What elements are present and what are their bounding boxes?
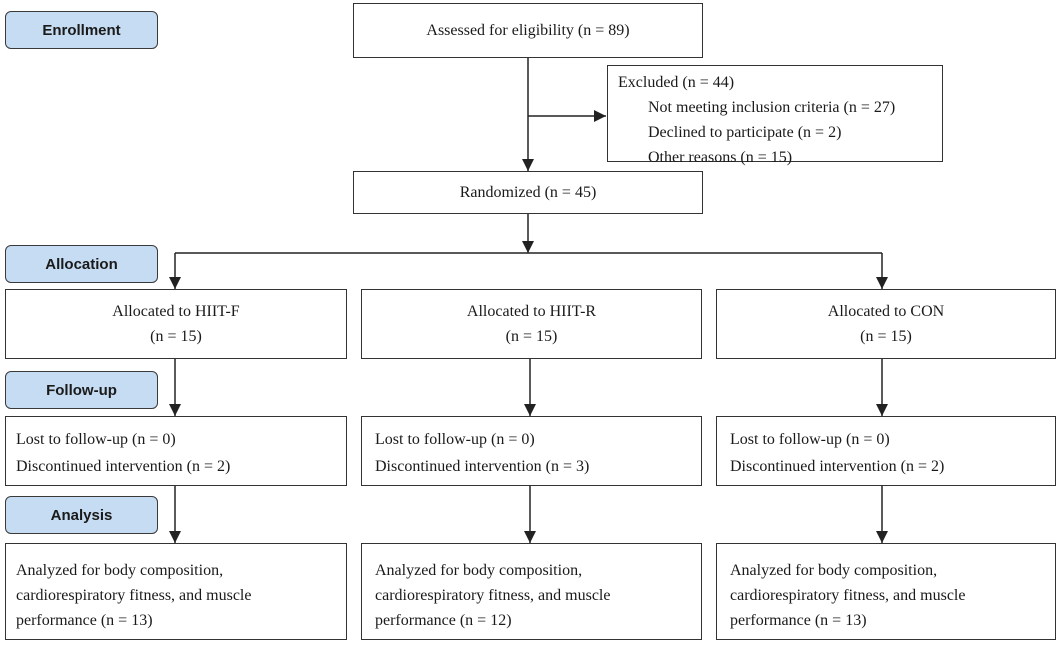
analyzed-line: cardiorespiratory fitness, and muscle xyxy=(730,587,966,604)
lost-text: Lost to follow-up (n = 0) xyxy=(730,431,890,448)
excluded-title: Excluded (n = 44) xyxy=(618,74,735,91)
excluded-reason: Other reasons (n = 15) xyxy=(648,149,793,166)
analyzed-line: performance (n = 13) xyxy=(16,612,153,629)
discontinued-text: Discontinued intervention (n = 2) xyxy=(16,458,231,475)
allocated-box-con: Allocated to CON (n = 15) xyxy=(716,289,1056,359)
assessed-text: Assessed for eligibility (n = 89) xyxy=(426,22,630,39)
analyzed-line: Analyzed for body composition, xyxy=(375,562,583,579)
followup-box-hiitr: Lost to follow-up (n = 0) Discontinued i… xyxy=(361,416,702,486)
analyzed-line: Analyzed for body composition, xyxy=(16,562,224,579)
excluded-reason: Not meeting inclusion criteria (n = 27) xyxy=(648,99,896,116)
assessed-box: Assessed for eligibility (n = 89) xyxy=(353,3,703,58)
allocated-label: Allocated to CON xyxy=(827,303,945,320)
analyzed-line: cardiorespiratory fitness, and muscle xyxy=(16,587,252,604)
randomized-box: Randomized (n = 45) xyxy=(353,171,703,214)
allocated-count: (n = 15) xyxy=(505,328,558,345)
lost-text: Lost to follow-up (n = 0) xyxy=(375,431,535,448)
excluded-box: Excluded (n = 44) Not meeting inclusion … xyxy=(607,65,943,166)
randomized-text: Randomized (n = 45) xyxy=(459,184,597,201)
followup-box-con: Lost to follow-up (n = 0) Discontinued i… xyxy=(716,416,1056,486)
analyzed-line: Analyzed for body composition, xyxy=(730,562,938,579)
discontinued-text: Discontinued intervention (n = 2) xyxy=(730,458,945,475)
followup-box-hiitf: Lost to follow-up (n = 0) Discontinued i… xyxy=(5,416,347,486)
stage-enrollment: Enrollment xyxy=(5,11,158,49)
allocated-label: Allocated to HIIT-F xyxy=(112,303,240,320)
allocated-count: (n = 15) xyxy=(860,328,912,345)
allocated-box-hiitr: Allocated to HIIT-R (n = 15) xyxy=(361,289,702,359)
excluded-reason: Declined to participate (n = 2) xyxy=(648,124,842,141)
discontinued-text: Discontinued intervention (n = 3) xyxy=(375,458,590,475)
allocated-count: (n = 15) xyxy=(150,328,202,345)
stage-allocation: Allocation xyxy=(5,245,158,283)
analyzed-line: performance (n = 13) xyxy=(730,612,867,629)
analyzed-box-hiitr: Analyzed for body composition, cardiores… xyxy=(361,543,702,640)
stage-analysis: Analysis xyxy=(5,496,158,534)
lost-text: Lost to follow-up (n = 0) xyxy=(16,431,176,448)
analyzed-box-hiitf: Analyzed for body composition, cardiores… xyxy=(5,543,347,640)
analyzed-line: cardiorespiratory fitness, and muscle xyxy=(375,587,611,604)
allocated-label: Allocated to HIIT-R xyxy=(466,303,597,320)
analyzed-line: performance (n = 12) xyxy=(375,612,512,629)
stage-followup: Follow-up xyxy=(5,371,158,409)
allocated-box-hiitf: Allocated to HIIT-F (n = 15) xyxy=(5,289,347,359)
analyzed-box-con: Analyzed for body composition, cardiores… xyxy=(716,543,1056,640)
